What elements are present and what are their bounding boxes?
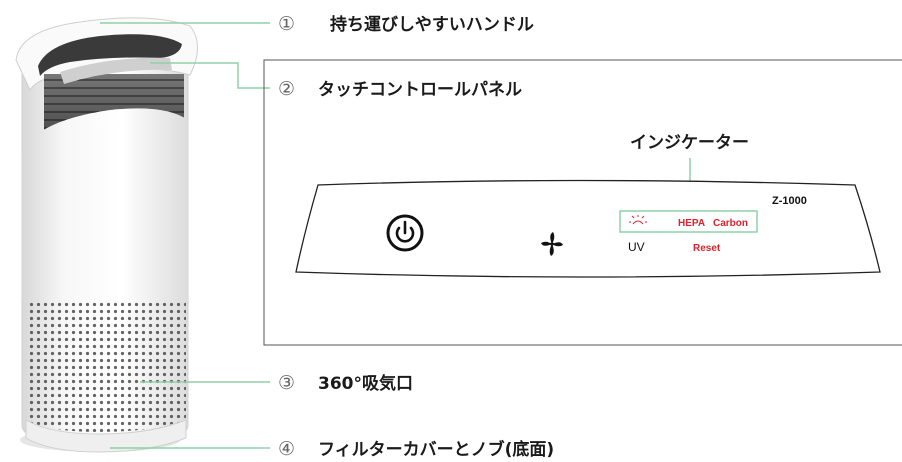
callout-1-number: ① bbox=[278, 13, 295, 35]
callout-2-number: ② bbox=[278, 78, 295, 100]
callout-3: ③ 360°吸気口 bbox=[278, 372, 413, 394]
callout-4-label: フィルターカバーとノブ(底面) bbox=[318, 439, 554, 460]
power-button[interactable] bbox=[386, 214, 424, 252]
control-panel bbox=[295, 179, 881, 278]
fan-button[interactable] bbox=[541, 232, 563, 256]
callout-3-number: ③ bbox=[278, 372, 295, 394]
model-label: Z-1000 bbox=[772, 195, 807, 207]
callout-1-label: 持ち運びしやすいハンドル bbox=[330, 14, 534, 35]
air-purifier-illustration bbox=[15, 17, 198, 453]
hepa-indicator: HEPA bbox=[678, 218, 705, 229]
control-panel-detail: インジケーター Z-1000 bbox=[263, 59, 902, 346]
indicator-box bbox=[619, 210, 758, 233]
callout-3-label: 360°吸気口 bbox=[318, 373, 413, 394]
power-icon bbox=[395, 220, 415, 243]
reset-button-label: Reset bbox=[693, 243, 721, 254]
fan-icon bbox=[541, 232, 563, 256]
callout-2: ② タッチコントロールパネル bbox=[278, 78, 522, 100]
callout-4-number: ④ bbox=[278, 438, 295, 460]
uv-button[interactable]: UV bbox=[628, 240, 645, 254]
carbon-indicator: Carbon bbox=[713, 218, 748, 229]
callout-2-label: タッチコントロールパネル bbox=[318, 80, 522, 100]
callout-lines bbox=[100, 22, 270, 449]
callout-1: ① 持ち運びしやすいハンドル bbox=[278, 13, 534, 35]
reset-button[interactable]: Reset bbox=[693, 243, 721, 254]
indicator-title: インジケーター bbox=[630, 133, 749, 153]
uv-button-label: UV bbox=[628, 240, 645, 254]
uv-light-icon bbox=[629, 215, 647, 225]
callout-4: ④ フィルターカバーとノブ(底面) bbox=[278, 438, 554, 460]
